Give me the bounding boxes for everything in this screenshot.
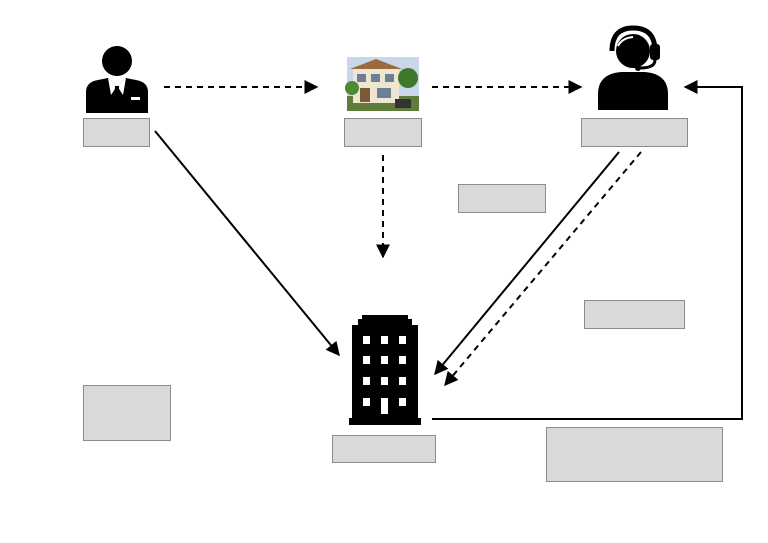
house-photo [345, 57, 419, 111]
edge-agent-building-solid [434, 151, 620, 376]
headset-agent-icon [598, 25, 668, 110]
edge-building-agent [432, 80, 743, 420]
office-building-icon [349, 315, 421, 425]
edge-label-right [584, 300, 685, 329]
edge-agent-building-dashed [444, 151, 642, 387]
edge-businessman-building [154, 130, 340, 357]
businessman-icon [86, 46, 148, 113]
agent-label [581, 118, 688, 147]
building-label [332, 435, 436, 463]
edge-label-bottom-right [546, 427, 723, 482]
edge-label-left [83, 385, 171, 441]
edge-label-center [458, 184, 546, 213]
house-label [344, 118, 422, 147]
businessman-label [83, 118, 150, 147]
